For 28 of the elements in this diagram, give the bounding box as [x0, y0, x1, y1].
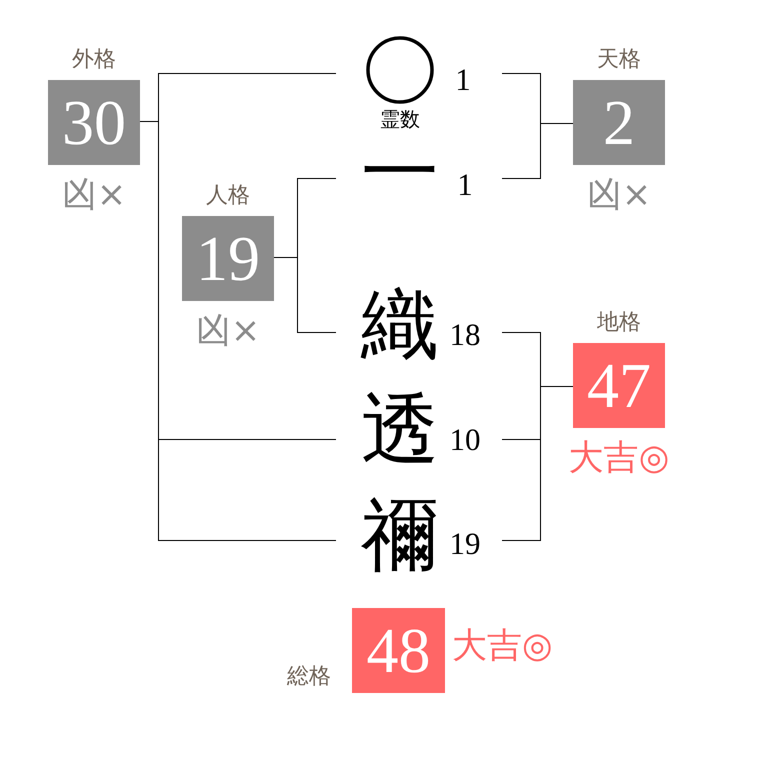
fortune-verdict: 凶×: [196, 311, 260, 351]
bracket-line: [274, 257, 336, 333]
kanji-character: 透: [361, 390, 439, 470]
kanji-character: 禰: [361, 496, 439, 576]
score-tile: 19: [182, 216, 274, 301]
stroke-count: 19: [450, 529, 480, 559]
stroke-count: 10: [450, 425, 480, 455]
stroke-count: 1: [457, 170, 473, 200]
heading-label: 人格: [206, 183, 250, 209]
bracket-line: [502, 123, 574, 179]
fortune-verdict: 大吉◎: [568, 438, 670, 478]
fortune-verdict: 凶×: [62, 175, 126, 215]
fortune-verdict: 大吉◎: [452, 626, 553, 666]
kanji-character: 織: [361, 285, 439, 365]
kanji-character: 一: [361, 133, 439, 213]
score-tile: 30: [48, 80, 140, 165]
fortune-verdict: 凶×: [586, 175, 652, 215]
stroke-count: 1: [455, 65, 471, 95]
score-tile: 48: [352, 608, 445, 693]
bracket-line: [502, 386, 574, 541]
caption-label: 霊数: [380, 109, 420, 131]
heading-label: 天格: [597, 47, 641, 73]
stroke-count: 18: [450, 320, 480, 350]
heading-label: 総格: [287, 664, 331, 690]
heading-label: 地格: [597, 310, 641, 336]
score-tile: 2: [573, 80, 665, 165]
heading-label: 外格: [72, 47, 116, 73]
score-tile: 47: [573, 343, 665, 428]
